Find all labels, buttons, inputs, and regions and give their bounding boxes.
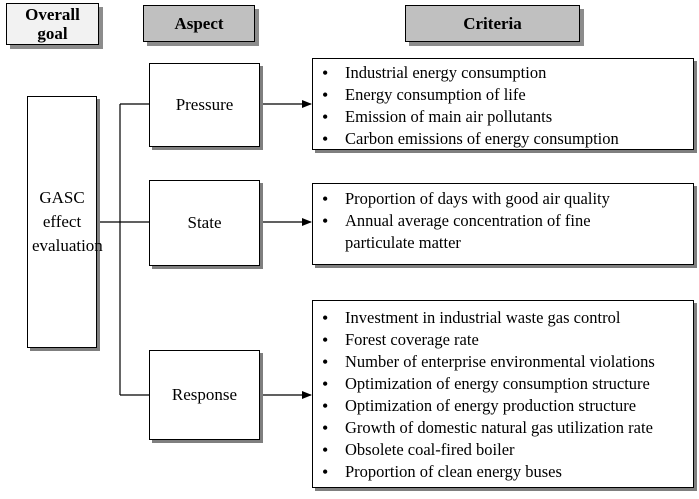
criteria-item: Growth of domestic natural gas utilizati…: [313, 417, 693, 439]
criteria-item: Proportion of clean energy buses: [313, 461, 693, 483]
aspect-response-box: Response: [149, 350, 260, 440]
criteria-item: Forest coverage rate: [313, 329, 693, 351]
criteria-item: Optimization of energy production struct…: [313, 395, 693, 417]
criteria-item: Emission of main air pollutants: [313, 106, 693, 128]
aspect-state-label: State: [187, 213, 222, 232]
criteria-item: Obsolete coal-fired boiler: [313, 439, 693, 461]
aspect-pressure-label: Pressure: [175, 95, 234, 114]
criteria-pressure-list: Industrial energy consumption Energy con…: [313, 59, 693, 150]
overall-goal-header-label: Overall goal: [25, 5, 80, 43]
aspect-pressure-box: Pressure: [149, 63, 260, 147]
criteria-header: Criteria: [405, 5, 580, 42]
goal-label: GASC effect evaluation: [32, 188, 103, 255]
aspect-state-box: State: [149, 180, 260, 266]
criteria-response-box: Investment in industrial waste gas contr…: [312, 300, 694, 488]
criteria-item: Proportion of days with good air quality: [313, 188, 693, 210]
criteria-item: Optimization of energy consumption struc…: [313, 373, 693, 395]
criteria-item: Annual average concentration of fine par…: [313, 210, 693, 254]
aspect-response-label: Response: [171, 385, 238, 404]
criteria-item: Energy consumption of life: [313, 84, 693, 106]
criteria-pressure-box: Industrial energy consumption Energy con…: [312, 58, 694, 150]
criteria-item: Investment in industrial waste gas contr…: [313, 307, 693, 329]
criteria-state-box: Proportion of days with good air quality…: [312, 183, 694, 265]
aspect-header-label: Aspect: [174, 14, 224, 33]
criteria-item: Carbon emissions of energy consumption: [313, 128, 693, 150]
overall-goal-header: Overall goal: [6, 3, 99, 45]
criteria-response-list: Investment in industrial waste gas contr…: [313, 301, 693, 483]
criteria-state-list: Proportion of days with good air quality…: [313, 184, 693, 254]
criteria-item: Number of enterprise environmental viola…: [313, 351, 693, 373]
aspect-header: Aspect: [143, 5, 255, 42]
criteria-item: Industrial energy consumption: [313, 62, 693, 84]
criteria-header-label: Criteria: [463, 14, 522, 33]
goal-box: GASC effect evaluation: [27, 96, 103, 348]
